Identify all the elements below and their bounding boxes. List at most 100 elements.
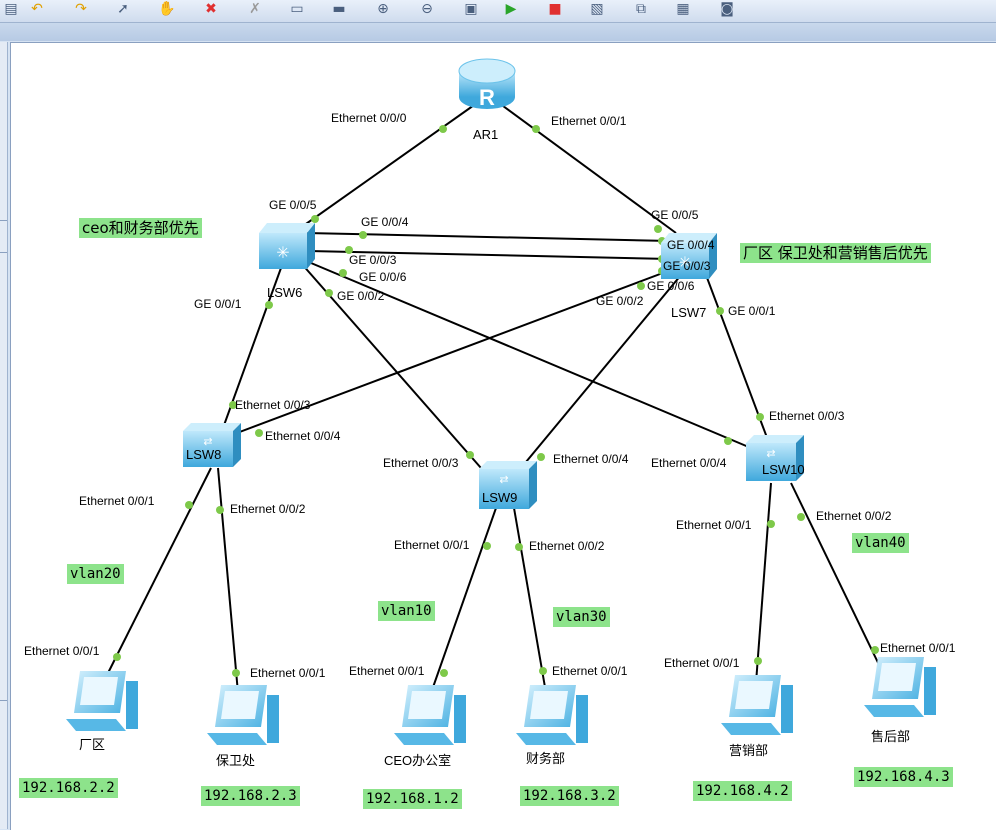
link-lsw6-lsw7-ge3[interactable] — [308, 250, 672, 260]
port-label: Ethernet 0/0/2 — [230, 502, 306, 516]
port-dot — [439, 125, 447, 133]
note-ip-marketing[interactable]: 192.168.4.2 — [693, 781, 792, 801]
device-label: LSW9 — [482, 490, 517, 505]
port-label: Ethernet 0/0/1 — [880, 641, 956, 655]
links — [102, 102, 884, 694]
device-label: LSW6 — [267, 285, 302, 300]
port-label: Ethernet 0/0/4 — [553, 452, 629, 466]
pc-marketing[interactable] — [721, 675, 793, 735]
pc-aftersales[interactable] — [864, 657, 936, 717]
note-vlan30[interactable]: vlan30 — [553, 607, 610, 627]
link-lsw7-lsw9[interactable] — [520, 274, 682, 469]
port-dot — [797, 513, 805, 521]
port-dot — [255, 429, 263, 437]
port-dot — [229, 401, 237, 409]
switch-lsw9[interactable]: ⇄ — [479, 461, 537, 509]
link-lsw9-pc-finance[interactable] — [513, 507, 547, 694]
port-dot — [756, 413, 764, 421]
link-lsw8-pc-factory[interactable] — [102, 467, 212, 684]
link-lsw10-pc-marketing[interactable] — [755, 482, 772, 684]
note-vlan40[interactable]: vlan40 — [852, 533, 909, 553]
port-label: GE 0/0/6 — [647, 279, 695, 293]
link-ar1-lsw7[interactable] — [498, 102, 677, 234]
port-dot — [871, 646, 879, 654]
redo-icon[interactable]: ↷ — [75, 1, 87, 17]
pc-ceo[interactable] — [394, 685, 466, 745]
console-icon[interactable]: ◙ — [720, 1, 734, 17]
note-vlan20[interactable]: vlan20 — [67, 564, 124, 584]
grid-icon[interactable]: ▦ — [676, 1, 690, 17]
topology-diagram[interactable]: R ✳ ✳ ⇄ ⇄ — [11, 43, 996, 830]
topology-icon[interactable]: ⧉ — [636, 1, 646, 17]
port-dot — [345, 246, 353, 254]
port-dot — [466, 451, 474, 459]
port-label: GE 0/0/6 — [359, 270, 407, 284]
port-dot — [532, 125, 540, 133]
stop-icon[interactable]: ■ — [548, 1, 562, 17]
note-lsw7-priority[interactable]: 厂区 保卫处和营销售后优先 — [740, 243, 931, 263]
port-label: GE 0/0/2 — [337, 289, 385, 303]
port-label: Ethernet 0/0/2 — [529, 539, 605, 553]
port-label: GE 0/0/1 — [194, 297, 242, 311]
port-label: Ethernet 0/0/3 — [235, 398, 311, 412]
pc-security[interactable] — [207, 685, 279, 745]
hand-icon[interactable]: ✋ — [158, 1, 176, 17]
port-label: Ethernet 0/0/1 — [24, 644, 100, 658]
port-dot — [654, 225, 662, 233]
undo-icon[interactable]: ↶ — [31, 1, 43, 17]
port-label: Ethernet 0/0/1 — [79, 494, 155, 508]
pc-factory[interactable] — [66, 671, 138, 731]
port-dot — [767, 520, 775, 528]
l3-switch-icon: ✳ — [276, 243, 289, 262]
note-ip-aftersales[interactable]: 192.168.4.3 — [854, 767, 953, 787]
open-icon[interactable]: ▤ — [4, 1, 18, 17]
note-ip-ceo[interactable]: 192.168.1.2 — [363, 789, 462, 809]
switch-lsw8[interactable]: ⇄ — [183, 423, 241, 467]
port-dot — [637, 282, 645, 290]
link-lsw6-lsw9[interactable] — [300, 262, 482, 469]
note-ip-finance[interactable]: 192.168.3.2 — [520, 786, 619, 806]
port-dot — [440, 669, 448, 677]
port-dot — [311, 215, 319, 223]
router-ar1[interactable]: R — [458, 58, 516, 110]
panel-divider — [0, 252, 7, 253]
device-label: 营销部 — [729, 743, 768, 758]
link-lsw6-lsw10[interactable] — [310, 262, 752, 449]
port-dot — [539, 667, 547, 675]
link-lsw10-pc-aftersales[interactable] — [790, 482, 884, 674]
zoom-out-icon[interactable]: ⊖ — [421, 1, 433, 17]
device-labels: AR1 LSW6 LSW7 LSW8 LSW9 LSW10 厂区 保卫处 CEO… — [79, 127, 910, 768]
topology-canvas[interactable]: R ✳ ✳ ⇄ ⇄ — [10, 42, 996, 830]
link-lsw9-pc-ceo[interactable] — [430, 507, 497, 694]
note-vlan10[interactable]: vlan10 — [378, 601, 435, 621]
start-icon[interactable]: ▶ — [505, 1, 517, 17]
port-label: Ethernet 0/0/1 — [394, 538, 470, 552]
toolbar-band — [0, 23, 996, 41]
switch-lsw7[interactable]: ✳ — [661, 233, 717, 279]
link-lsw8-pc-security[interactable] — [217, 467, 239, 694]
left-panel — [0, 42, 8, 829]
note-lsw6-priority[interactable]: ceo和财务部优先 — [79, 218, 202, 238]
port-label: GE 0/0/4 — [361, 215, 409, 229]
port-label: Ethernet 0/0/1 — [664, 656, 740, 670]
note-ip-factory[interactable]: 192.168.2.2 — [19, 778, 118, 798]
delete-icon[interactable]: ✖ — [205, 1, 217, 17]
port-dot — [325, 289, 333, 297]
delete-all-icon[interactable]: ✗ — [249, 1, 261, 17]
zoom-in-icon[interactable]: ⊕ — [377, 1, 389, 17]
device-label: LSW10 — [762, 462, 805, 477]
device-label: 保卫处 — [216, 753, 255, 768]
pc-finance[interactable] — [516, 685, 588, 745]
switch-lsw6[interactable]: ✳ — [259, 223, 315, 269]
link-lsw7-lsw8[interactable] — [228, 267, 677, 437]
fit-icon[interactable]: ▣ — [464, 1, 478, 17]
note-ip-security[interactable]: 192.168.2.3 — [201, 786, 300, 806]
link-ar1-lsw6[interactable] — [295, 102, 478, 232]
pointer-icon[interactable]: ➚ — [117, 1, 129, 17]
rectangle-icon[interactable]: ▬ — [332, 1, 346, 17]
port-labels: Ethernet 0/0/0 Ethernet 0/0/1 GE 0/0/5 G… — [24, 111, 956, 680]
capture-icon[interactable]: ▧ — [590, 1, 604, 17]
text-icon[interactable]: ▭ — [290, 1, 304, 17]
switch-lsw10[interactable]: ⇄ — [746, 435, 804, 481]
device-label: LSW7 — [671, 305, 706, 320]
